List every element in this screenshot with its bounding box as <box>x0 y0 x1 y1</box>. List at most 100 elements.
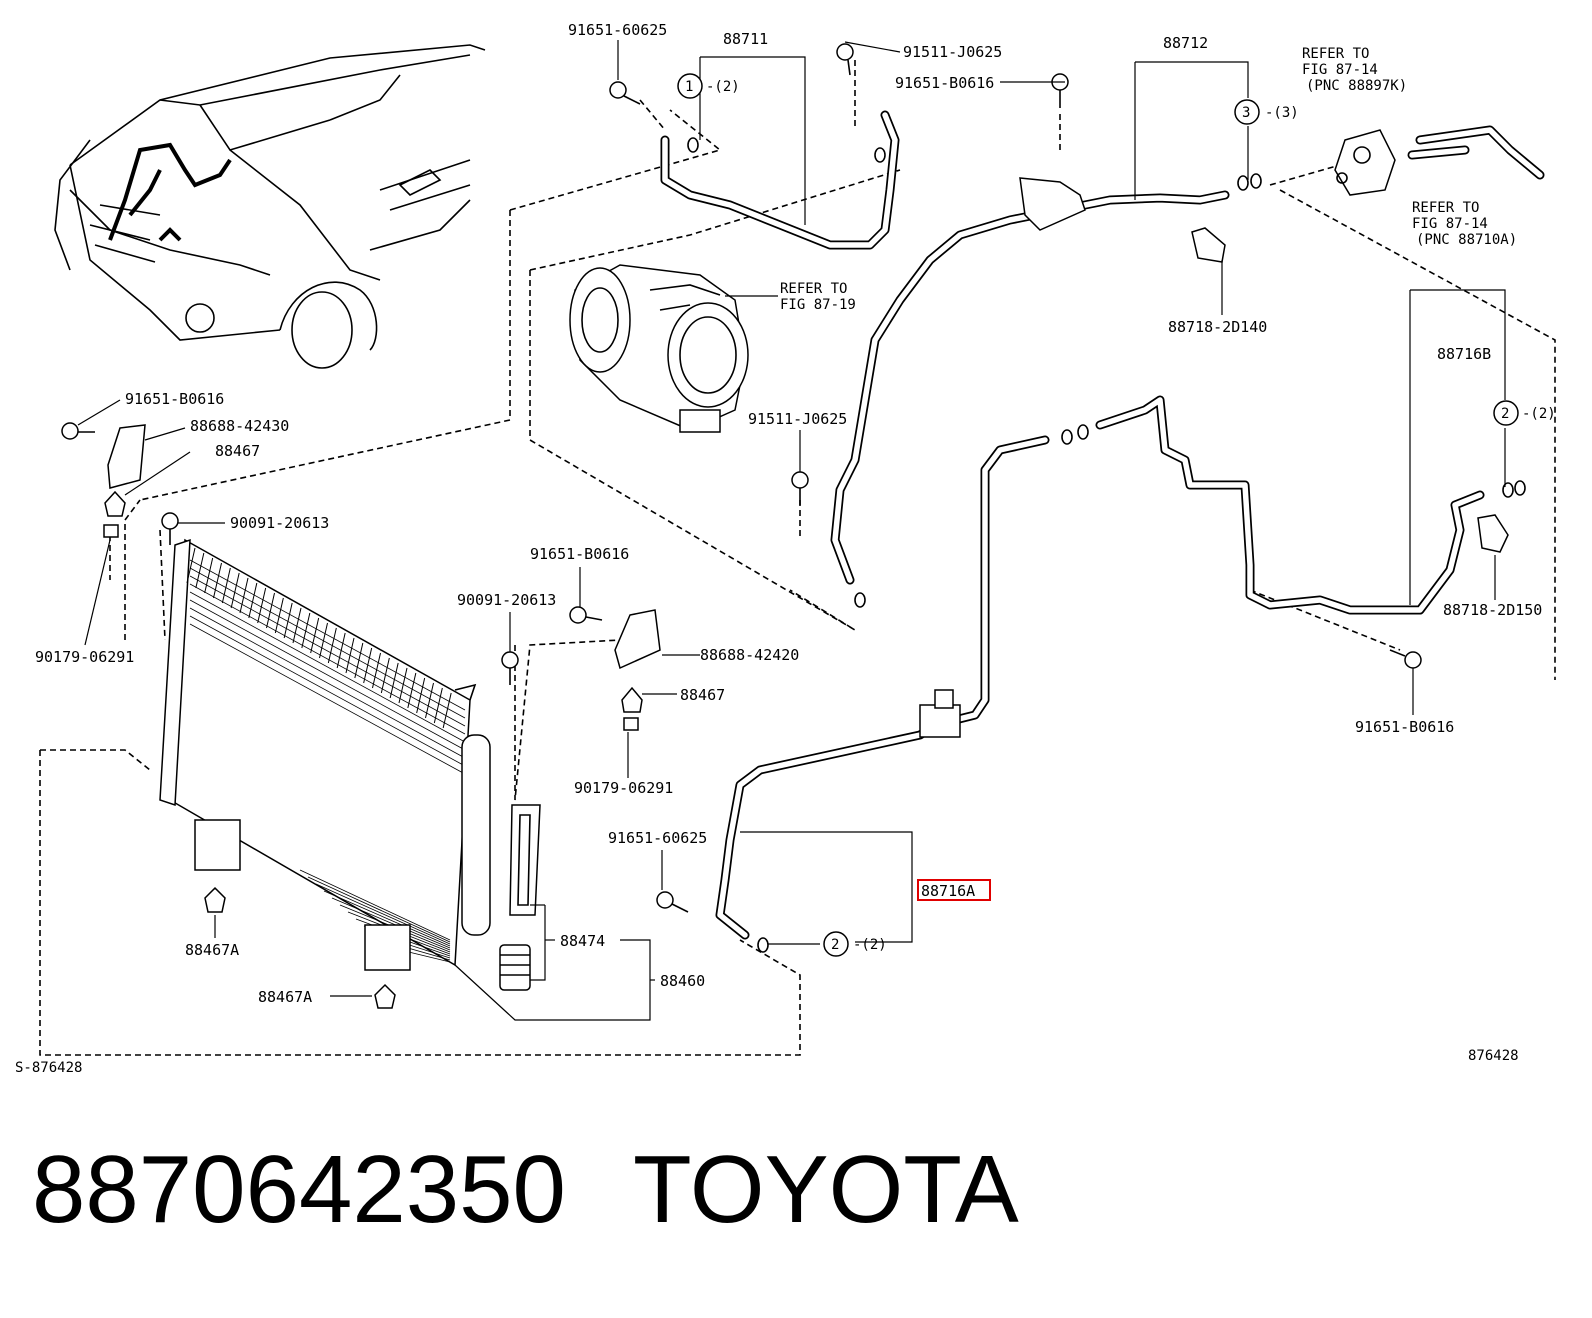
o-ring-icon <box>1514 480 1526 496</box>
condenser-tube-line <box>189 591 466 743</box>
bolt-icon <box>791 471 809 505</box>
refer-note-line: REFER TO <box>1302 46 1369 62</box>
callout-quantity: -(2) <box>853 937 887 953</box>
label-90179-06291: 90179-06291 <box>35 648 134 666</box>
condenser-fin-line <box>213 562 222 599</box>
o-ring-icon <box>1077 424 1089 440</box>
bolt-icon <box>836 43 854 76</box>
o-ring-icon <box>687 137 699 153</box>
fasteners-and-brackets <box>61 43 1545 1009</box>
o-ring-icon <box>1237 175 1249 191</box>
condenser-fin-line <box>239 577 249 614</box>
grommet-icon <box>204 886 226 913</box>
condenser-fin-line <box>363 647 373 684</box>
refer-note-line: REFER TO <box>780 281 847 297</box>
condenser-fin-line <box>416 677 426 714</box>
label-88460: 88460 <box>660 972 705 990</box>
condenser-tube-line <box>331 897 451 949</box>
label-90091-20613: 90091-20613 <box>230 514 329 532</box>
callout-number: 2 <box>831 937 839 953</box>
condenser-fin-line <box>266 592 275 629</box>
refer-note-line: FIG 87-14 <box>1412 216 1488 232</box>
bracket-icon <box>614 609 661 670</box>
label-88718-2D150: 88718-2D150 <box>1443 601 1542 619</box>
label-91651-B0616: 91651-B0616 <box>125 390 224 408</box>
refer-note-line: FIG 87-14 <box>1302 62 1378 78</box>
o-ring-icon <box>874 147 886 163</box>
condenser-tube-line <box>189 615 466 767</box>
callout-number: 3 <box>1242 105 1250 121</box>
label-90091-20613: 90091-20613 <box>457 591 556 609</box>
condenser-fin-line <box>310 617 320 654</box>
clamp-icon <box>1477 514 1509 553</box>
label-91651-B0616: 91651-B0616 <box>530 545 629 563</box>
label-88716A: 88716A <box>921 882 975 900</box>
o-ring-icon <box>1250 173 1262 189</box>
condenser-tube-line <box>307 876 451 943</box>
vehicle-outline-illustration <box>54 44 486 369</box>
condenser-fin-line <box>248 582 258 619</box>
condenser-fin-line <box>221 567 231 604</box>
condenser-tube-line <box>299 869 451 941</box>
refer-note-line: (PNC 88710A) <box>1416 232 1517 248</box>
condenser-fin-line <box>292 607 302 644</box>
label-88467: 88467 <box>215 442 260 460</box>
bracket-icon <box>107 424 146 489</box>
condenser-tube-line <box>315 883 451 945</box>
condenser-tube-line <box>189 623 466 775</box>
ac-pipes <box>660 110 1485 940</box>
o-ring-icon <box>1061 429 1073 445</box>
label-88711: 88711 <box>723 30 768 48</box>
label-90179-06291: 90179-06291 <box>574 779 673 797</box>
condenser-fin-line <box>433 687 443 724</box>
label-91511-J0625: 91511-J0625 <box>903 43 1002 61</box>
bracket-icon <box>1019 177 1086 231</box>
condenser-illustration <box>159 538 541 991</box>
label-88688-42430: 88688-42430 <box>190 417 289 435</box>
bolt-icon <box>609 81 641 105</box>
condenser-fin-line <box>372 652 381 689</box>
bolt-icon <box>1389 649 1422 669</box>
label-91651-60625: 91651-60625 <box>608 829 707 847</box>
bolt-icon <box>656 891 689 913</box>
condenser-fin-line <box>301 612 311 649</box>
condenser-fin-line <box>230 572 240 609</box>
label-88712: 88712 <box>1163 34 1208 52</box>
callout-number: 2 <box>1501 406 1509 422</box>
label-88688-42420: 88688-42420 <box>700 646 799 664</box>
label-88467A: 88467A <box>258 988 312 1006</box>
condenser-tube-line <box>189 599 466 751</box>
refer-note-line: REFER TO <box>1412 200 1479 216</box>
condenser-fin-line <box>283 602 293 639</box>
caption-part-number: 8870642350 <box>32 1136 566 1243</box>
illustration-reference-code: 876428 <box>1468 1048 1519 1064</box>
refer-note-line: FIG 87-19 <box>780 297 856 313</box>
condenser-fins <box>186 547 466 963</box>
callout-number: 1 <box>685 79 693 95</box>
condenser-tube-line <box>189 559 466 711</box>
callout-quantity: -(3) <box>1265 105 1299 121</box>
condenser-tube-line <box>323 890 451 947</box>
illustration-reference-code: S-876428 <box>15 1060 82 1076</box>
compressor-illustration <box>569 264 778 433</box>
condenser-fin-line <box>204 557 214 594</box>
label-88718-2D140: 88718-2D140 <box>1168 318 1267 336</box>
callout-quantity: -(2) <box>706 79 740 95</box>
label-91651-60625: 91651-60625 <box>568 21 667 39</box>
condenser-tube-line <box>189 583 466 735</box>
condenser-fin-line <box>195 552 205 589</box>
condenser-fin-line <box>407 672 417 709</box>
label-88474: 88474 <box>560 932 605 950</box>
o-ring-icon <box>854 592 866 608</box>
condenser-fin-line <box>274 597 284 634</box>
label-88716B: 88716B <box>1437 345 1491 363</box>
condenser-fin-line <box>389 662 399 699</box>
o-ring-icon <box>757 937 769 953</box>
reference-dashed-lines <box>39 60 1556 1056</box>
condenser-fin-line <box>257 587 267 624</box>
condenser-fin-line <box>186 547 196 584</box>
refer-note-line: (PNC 88897K) <box>1306 78 1407 94</box>
label-91651-B0616: 91651-B0616 <box>895 74 994 92</box>
label-88467: 88467 <box>680 686 725 704</box>
